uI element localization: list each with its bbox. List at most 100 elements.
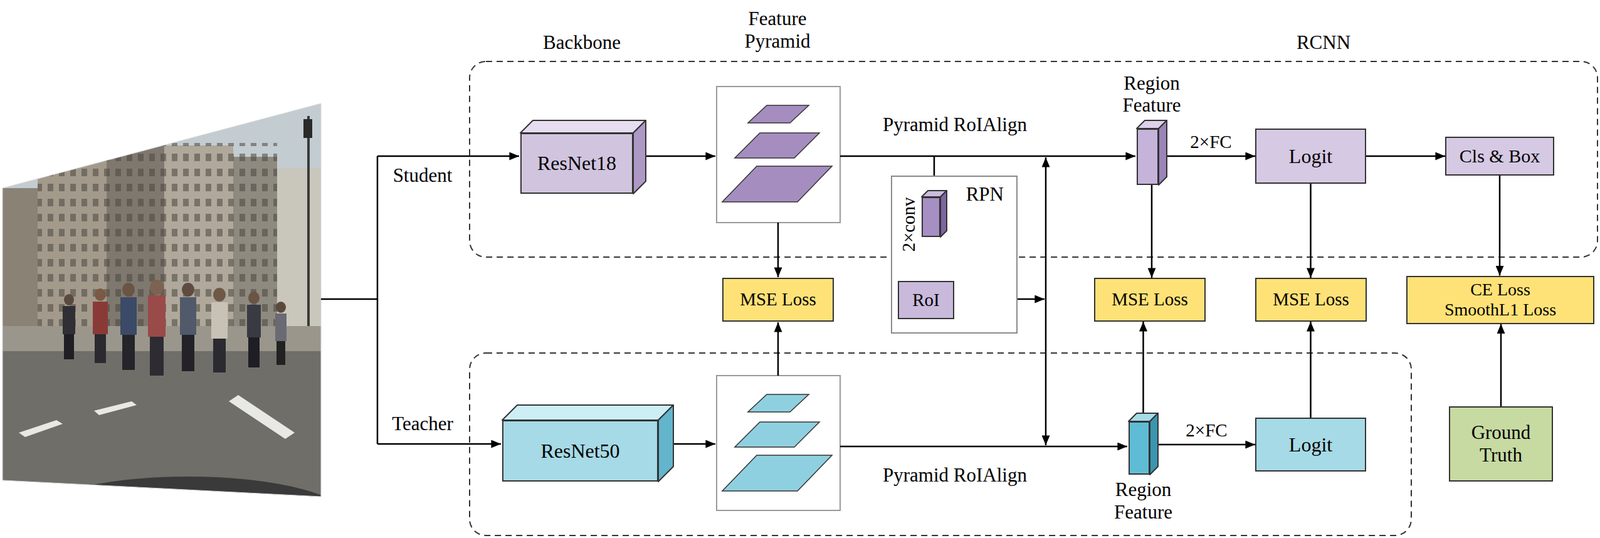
cube-faces: [1128, 413, 1160, 476]
person-legs: [248, 337, 260, 368]
pyramid-level: [734, 132, 820, 158]
conv-block: 2×conv: [921, 196, 941, 237]
label-holder: RCNN: [1296, 31, 1351, 54]
person-legs: [63, 334, 74, 360]
traffic-light-pole: [307, 115, 310, 352]
group-label: Teacher: [391, 412, 454, 436]
wire-double-arrow: [1045, 157, 1048, 446]
feature-pyramid-panel: [716, 86, 841, 223]
group-label: Backbone: [542, 31, 621, 54]
connector-arrow: [1499, 175, 1501, 276]
person-head: [181, 282, 195, 297]
roi-box: RoI: [897, 280, 955, 320]
edge-label: 2×FC: [1188, 132, 1234, 153]
student-group-outline: [469, 61, 1598, 258]
wire-arrow: [377, 155, 520, 158]
group-label: Pyramid RoIAlign: [882, 113, 1027, 137]
person-head: [149, 279, 164, 295]
region-feature-block: Region Feature: [1128, 421, 1150, 475]
person-body: [211, 302, 228, 339]
heading-holder: Region Feature: [1093, 478, 1194, 523]
wire-arrow: [673, 443, 716, 446]
node-text: RPN: [966, 183, 1004, 206]
connector-arrow: [1366, 155, 1446, 158]
feature-pyramid-panel: [716, 375, 841, 511]
connector-arrow: [1157, 443, 1256, 446]
edge-label: 2×FC: [1183, 420, 1229, 441]
pyramid-level: [747, 105, 809, 123]
person-body: [247, 304, 261, 338]
node-text: Cls & Box: [1459, 145, 1540, 168]
cube-faces: [921, 190, 948, 239]
heading-holder: RPN: [966, 183, 1004, 206]
node-text: MSE Loss: [739, 289, 817, 310]
wire: [321, 298, 378, 301]
cube-top-face: [520, 120, 646, 133]
pyramid-level: [722, 455, 832, 491]
edge-label-holder: 2×FC: [1183, 420, 1229, 441]
cube-side-face: [940, 190, 947, 237]
lane-marking: [228, 394, 295, 439]
ground-truth-box: Ground Truth: [1448, 406, 1553, 482]
wire-arrow: [377, 443, 501, 446]
output-box: Cls & Box: [1445, 136, 1555, 176]
cube-side-face: [1149, 413, 1158, 475]
person-head: [94, 288, 106, 301]
wire-arrow: [840, 155, 1136, 158]
person-body: [275, 313, 287, 342]
connector-arrow: [1309, 183, 1312, 278]
node-text: Ground Truth: [1458, 421, 1544, 466]
person-body: [179, 297, 197, 335]
lane-marking: [94, 401, 137, 416]
person-head: [275, 301, 286, 313]
teacher-group-outline: [469, 352, 1412, 536]
node-text: Region Feature: [1093, 478, 1194, 523]
cube-side-face: [1158, 120, 1167, 185]
group-label: Student: [393, 164, 453, 187]
person-head: [248, 291, 260, 305]
node-text: 2×conv: [898, 196, 920, 252]
connector-arrow: [1142, 321, 1145, 414]
person-legs: [276, 341, 286, 365]
cube-side-face: [633, 120, 646, 194]
person-legs: [122, 334, 135, 370]
logit-box: Logit: [1255, 417, 1367, 472]
node-text: MSE Loss: [1272, 289, 1350, 310]
photo-frame: [2, 103, 322, 497]
label-holder: Teacher: [391, 412, 454, 436]
person-head: [213, 287, 226, 302]
wire-arrow: [777, 322, 780, 376]
wire-arrow: [777, 222, 780, 278]
node-text: Logit: [1289, 433, 1333, 457]
person-head: [122, 282, 135, 297]
wire: [376, 156, 379, 444]
group-label: RCNN: [1296, 31, 1351, 54]
backbone-block: ResNet50: [502, 420, 659, 482]
wires: [321, 156, 1136, 447]
region-feature-block: Region Feature: [1136, 128, 1159, 185]
node-text: MSE Loss: [1111, 289, 1189, 310]
connector-arrow: [1500, 324, 1503, 407]
label-holder: Student: [393, 164, 453, 187]
person-body: [120, 297, 137, 335]
pyramid-level: [722, 166, 832, 202]
mse-loss-box: MSE Loss: [722, 277, 834, 322]
connector-arrow: [1151, 184, 1153, 278]
group-label: Feature Pyramid: [730, 7, 825, 53]
person-legs: [149, 336, 164, 376]
label-holder: Feature Pyramid: [730, 7, 825, 53]
connector-arrow: [1309, 321, 1312, 418]
sky: [0, 94, 327, 508]
person-legs: [181, 334, 195, 372]
street-photo: [0, 94, 352, 538]
logit-box: Logit: [1255, 128, 1367, 184]
person-body: [62, 305, 76, 335]
node-text: RoI: [912, 289, 940, 311]
node-text: Logit: [1289, 144, 1333, 169]
person-body: [147, 295, 166, 337]
mse-loss-box: MSE Loss: [1094, 277, 1206, 322]
pyramid-level: [734, 421, 820, 448]
rpn-box: RPN 2×convRoI: [890, 175, 1018, 334]
